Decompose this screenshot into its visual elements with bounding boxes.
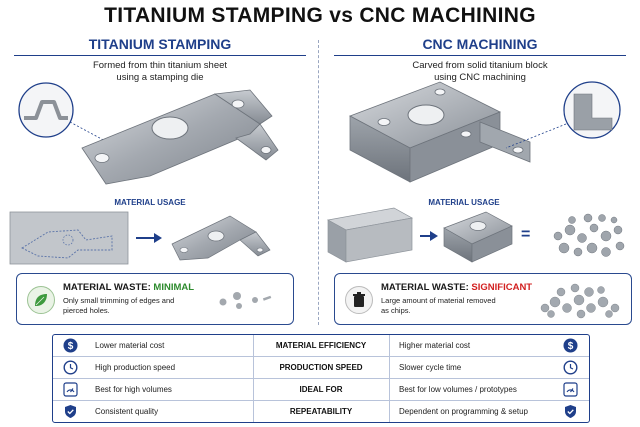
- gauge-icon: [563, 382, 578, 397]
- table-row: $ Lower material cost MATERIAL EFFICIENC…: [53, 335, 589, 357]
- cnc-heading: CNC MACHINING: [422, 36, 538, 52]
- stamping-heading: TITANIUM STAMPING: [88, 36, 232, 52]
- criteria-label: MATERIAL EFFICIENCY: [275, 341, 367, 350]
- shield-check-icon: [63, 404, 78, 419]
- stamping-material-usage-label: MATERIAL USAGE: [114, 198, 186, 207]
- cnc-value: Slower cycle time: [399, 363, 462, 372]
- criteria-label: IDEAL FOR: [299, 385, 343, 394]
- stamping-subtitle-line2: using a stamping die: [116, 72, 204, 83]
- cnc-waste-title: MATERIAL WASTE: SIGNIFICANT: [381, 282, 532, 293]
- stamping-value: Consistent quality: [95, 407, 159, 416]
- cnc-subtitle-line1: Carved from solid titanium block: [412, 60, 548, 71]
- cnc-waste-desc-line2: as chips.: [381, 306, 411, 315]
- cnc-value: Best for low volumes / prototypes: [399, 385, 517, 394]
- stamping-waste-box: MATERIAL WASTE: MINIMAL Only small trimm…: [16, 273, 294, 325]
- machined-part-illustration: [349, 81, 621, 183]
- cnc-material-usage-label: MATERIAL USAGE: [428, 198, 500, 207]
- trash-icon: [345, 286, 373, 314]
- clock-icon: [63, 360, 78, 375]
- dollar-icon: $: [63, 338, 78, 353]
- stamping-waste-desc: Only small trimming of edges and pierced…: [63, 296, 203, 316]
- svg-text:$: $: [68, 341, 74, 352]
- cnc-heading-rule: [334, 55, 626, 56]
- cnc-value: Dependent on programming & setup: [399, 407, 528, 416]
- stamped-bracket-illustration: [18, 82, 279, 185]
- criteria-label: PRODUCTION SPEED: [279, 363, 363, 372]
- cnc-value: Higher material cost: [399, 341, 471, 350]
- stamping-waste-value: MINIMAL: [153, 282, 195, 293]
- table-row: Best for high volumes IDEAL FOR Best for…: [53, 379, 589, 401]
- cnc-subtitle-line2: using CNC machining: [434, 72, 526, 83]
- criteria-label: REPEATABILITY: [289, 407, 353, 416]
- cnc-waste-desc: Large amount of material removed as chip…: [381, 296, 521, 316]
- table-row: High production speed PRODUCTION SPEED S…: [53, 357, 589, 379]
- page-title: TITANIUM STAMPING vs CNC MACHINING: [104, 4, 536, 27]
- comparison-table: $ Lower material cost MATERIAL EFFICIENC…: [52, 334, 590, 423]
- cnc-subtitle: Carved from solid titanium block using C…: [330, 60, 630, 84]
- table-row: Consistent quality REPEATABILITY Depende…: [53, 401, 589, 422]
- dollar-icon: $: [563, 338, 578, 353]
- shield-check-icon: [563, 404, 578, 419]
- cnc-waste-value: SIGNIFICANT: [471, 282, 533, 293]
- stamping-subtitle: Formed from thin titanium sheet using a …: [10, 60, 310, 84]
- leaf-icon: [27, 286, 55, 314]
- cnc-waste-box: MATERIAL WASTE: SIGNIFICANT Large amount…: [334, 273, 632, 325]
- cnc-waste-label: MATERIAL WASTE:: [381, 282, 472, 293]
- cnc-usage-illustration: [326, 207, 625, 263]
- gauge-icon: [63, 382, 78, 397]
- stamping-subtitle-line1: Formed from thin titanium sheet: [92, 60, 228, 71]
- svg-text:$: $: [568, 341, 574, 352]
- equals-sign: =: [521, 226, 531, 243]
- clock-icon: [563, 360, 578, 375]
- metal-chips-illustration: [540, 283, 620, 319]
- stamping-heading-rule: [14, 55, 306, 56]
- scrap-pieces-illustration: [219, 292, 272, 309]
- stamping-waste-title: MATERIAL WASTE: MINIMAL: [63, 282, 194, 293]
- stamping-value: Best for high volumes: [95, 385, 172, 394]
- stamping-waste-desc-line1: Only small trimming of edges and: [63, 296, 175, 305]
- stamping-value: High production speed: [95, 363, 176, 372]
- column-divider: [318, 40, 320, 325]
- stamping-waste-desc-line2: pierced holes.: [63, 306, 110, 315]
- stamping-value: Lower material cost: [95, 341, 165, 350]
- stamping-waste-label: MATERIAL WASTE:: [63, 282, 154, 293]
- stamping-usage-illustration: [9, 211, 271, 265]
- cnc-waste-desc-line1: Large amount of material removed: [381, 296, 496, 305]
